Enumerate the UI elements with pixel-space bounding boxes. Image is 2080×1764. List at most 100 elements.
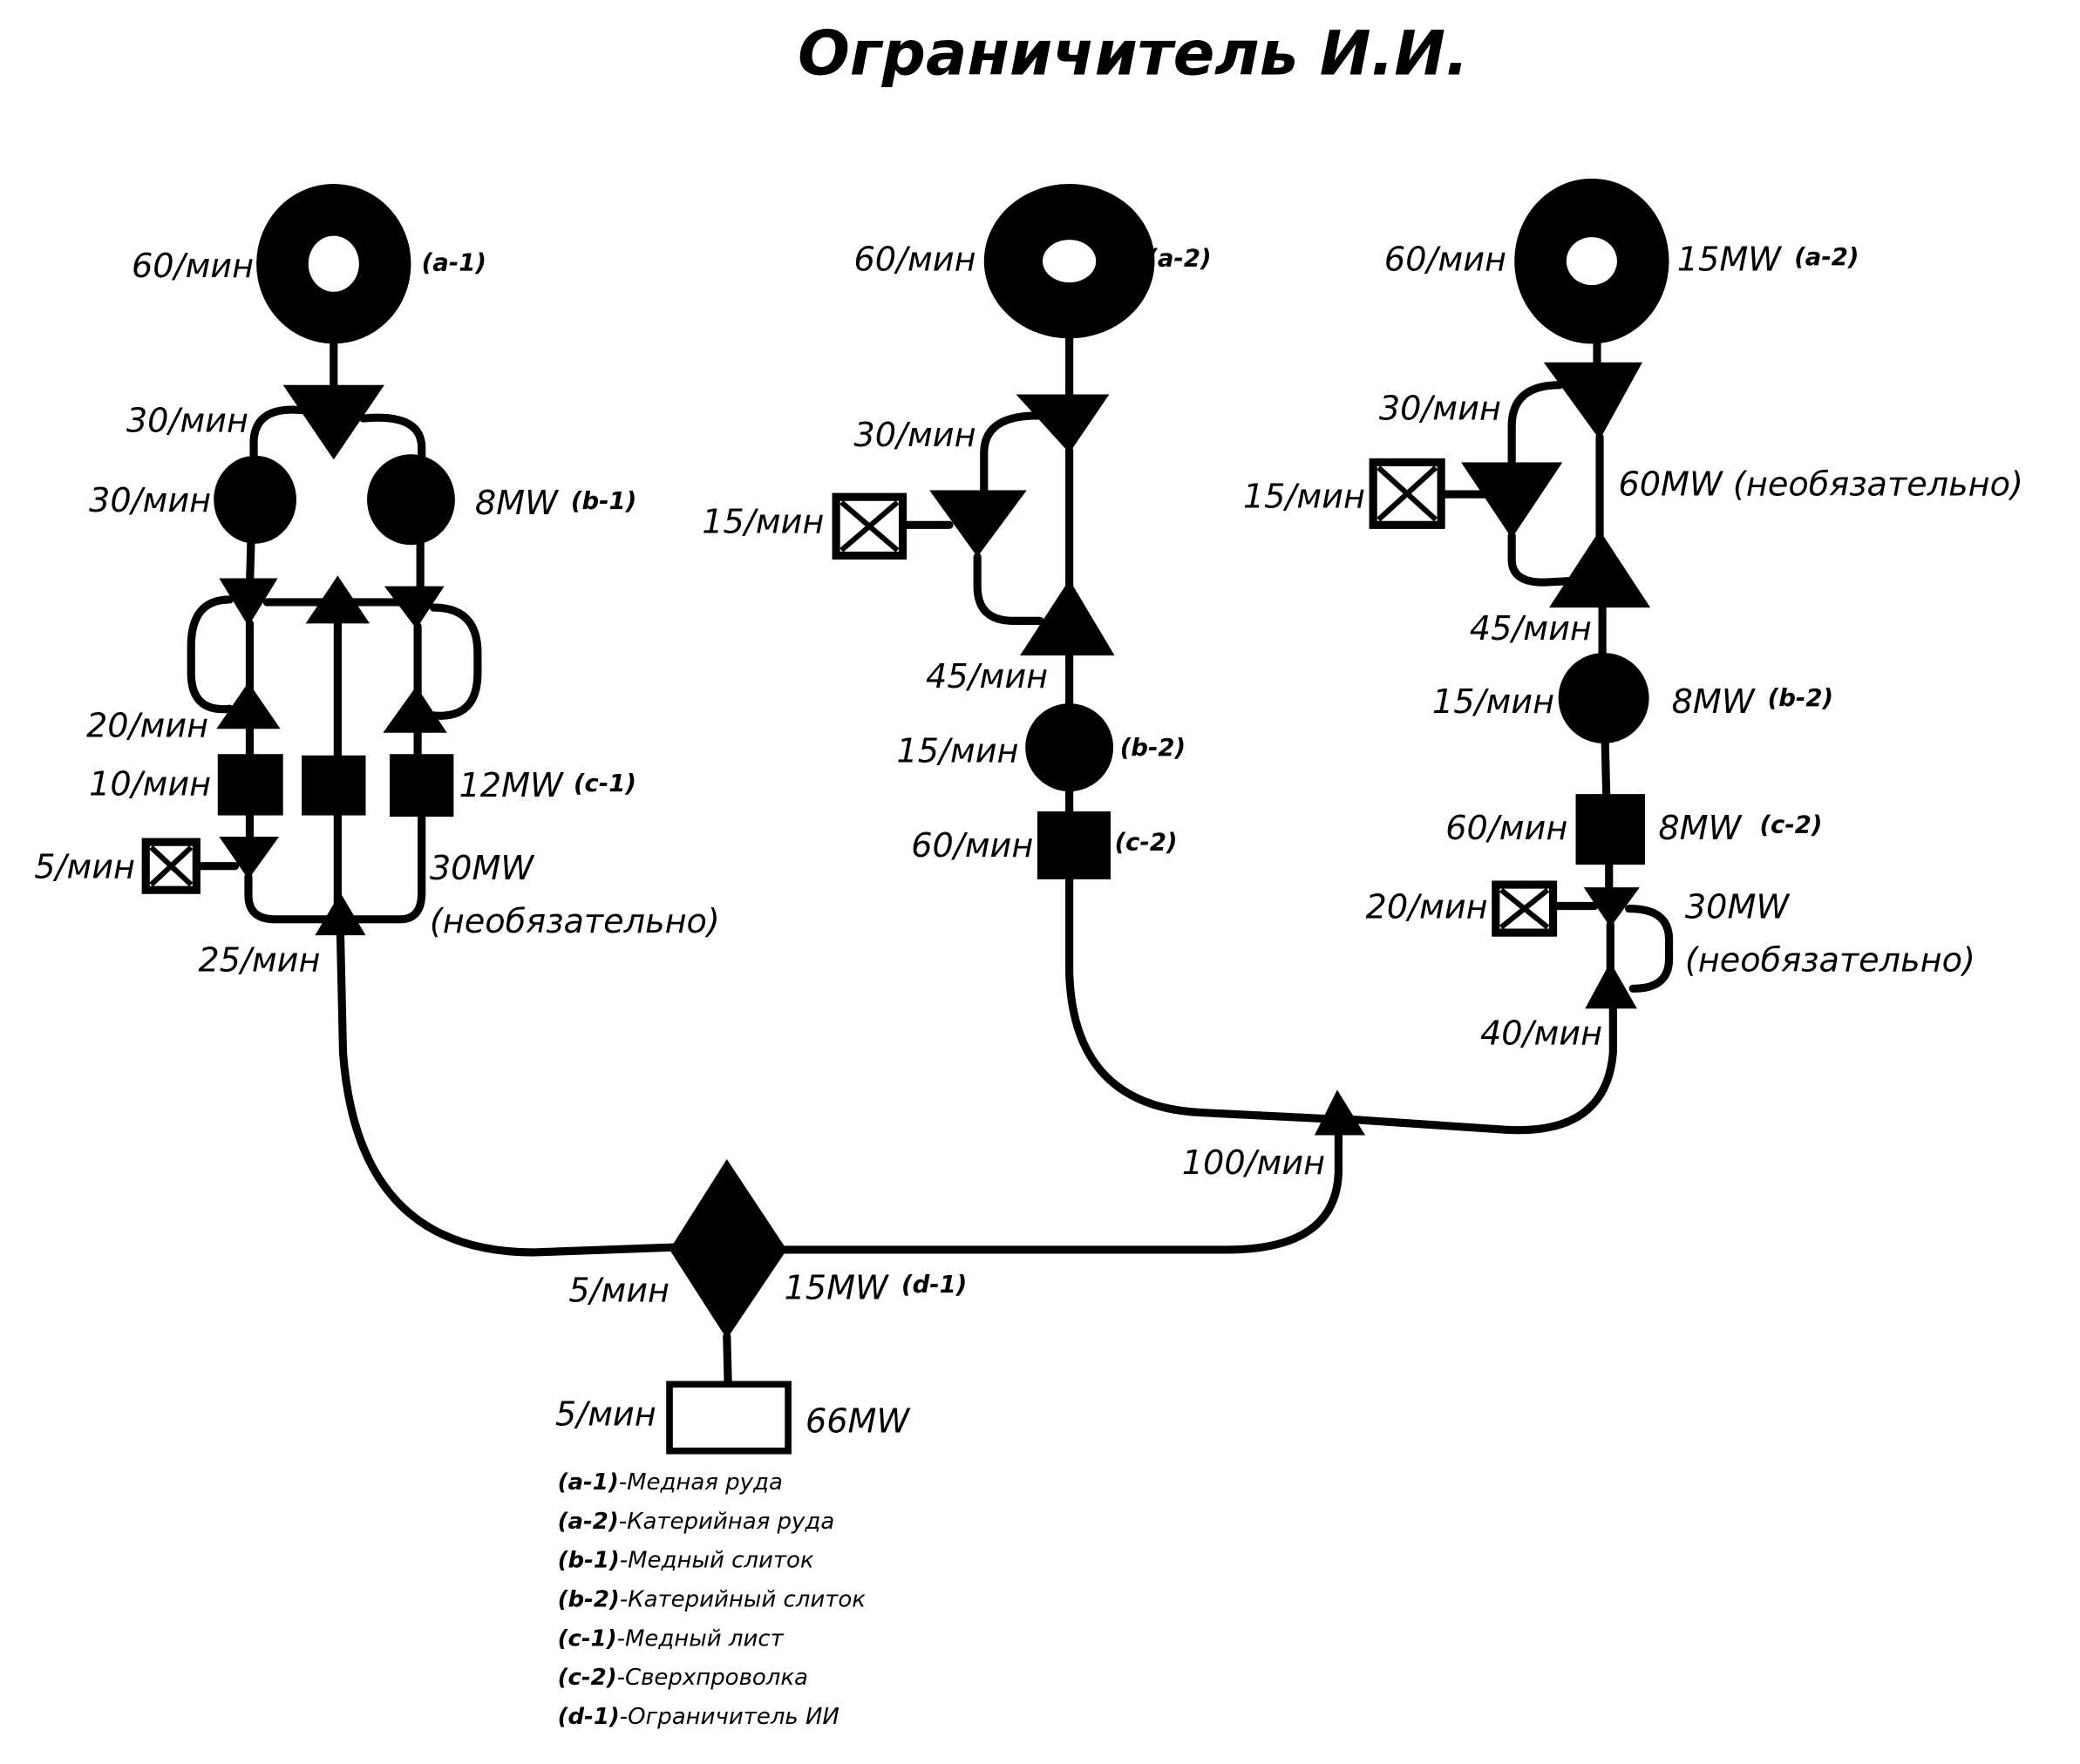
constructor-node (1037, 811, 1111, 879)
legend: (a-1)-Медная руда (a-2)-Катерийная руда (b… (558, 1469, 867, 1730)
power-label: 15MW (1677, 241, 1783, 279)
output-box (666, 1381, 792, 1455)
power-label: 15MW (784, 1269, 889, 1307)
rate-label: 30/мин (126, 402, 248, 440)
power-label: 30MW (1685, 888, 1791, 926)
legend-text: -Катерийный слиток (620, 1586, 866, 1612)
rate-label: 60/мин (911, 827, 1033, 865)
power-label: 66MW (805, 1402, 911, 1441)
legend-text: -Медный лист (617, 1625, 785, 1652)
rate-label: 15/мин (896, 732, 1018, 770)
power-label: 30MW (430, 850, 535, 888)
rate-label: 15/мин (1432, 683, 1554, 722)
rate-label: 25/мин (198, 941, 320, 980)
rate-label: 15/мин (1243, 478, 1365, 516)
item-code: (d-1) (901, 1271, 967, 1299)
rate-label: 5/мин (34, 848, 135, 886)
rate-label: 20/мин (86, 707, 208, 745)
smelter-node (214, 455, 296, 544)
legend-code: (c-2) (558, 1665, 617, 1691)
power-label: 8MW (475, 485, 559, 523)
chain-copper: 60/мин (a-1) 30/мин 30/мин 8MW (b-1) 20/… (34, 183, 720, 980)
item-code: (c-2) (1759, 811, 1822, 838)
legend-code: (a-2) (558, 1509, 619, 1535)
miner-node-a2 (983, 183, 1155, 339)
assembler-node (670, 1158, 787, 1340)
smelter-node (367, 454, 455, 546)
optional-note: (необязательно) (1685, 941, 1975, 980)
legend-item: (c-2)-Сверхпроволка (558, 1665, 808, 1691)
optional-note: (необязательно) (430, 903, 720, 941)
splitter-icon (384, 586, 445, 629)
item-code: (b-1) (571, 487, 636, 515)
legend-item: (a-1)-Медная руда (558, 1469, 783, 1496)
legend-item: (d-1)-Ограничитель ИИ (558, 1704, 839, 1730)
sink-icon (1492, 880, 1558, 937)
merger-icon (383, 686, 447, 733)
chain-caterium-a: 60/мин (a-2) 30/мин 15/мин 45/мин 15/мин… (702, 183, 1212, 879)
constructor-node (389, 754, 454, 818)
smelter-node (1558, 653, 1649, 744)
sink-icon (141, 838, 201, 894)
rate-label: 60/мин (1445, 810, 1567, 848)
rate-label: 5/мин (568, 1272, 670, 1311)
splitter-icon (1583, 887, 1640, 927)
rate-label: 15/мин (702, 503, 824, 541)
splitter-icon (1016, 394, 1110, 453)
rate-label: 5/мин (555, 1396, 656, 1435)
rate-label: 45/мин (926, 658, 1048, 696)
splitter-icon (929, 490, 1027, 557)
legend-code: (b-1) (558, 1548, 620, 1574)
rate-label: 45/мин (1470, 610, 1592, 648)
final-assembly: 100/мин 5/мин 15MW (d-1) 5/мин 66MW (336, 875, 1617, 1455)
rate-label: 60/мин (854, 241, 976, 279)
smelter-node (1025, 703, 1114, 792)
constructor-node (1575, 794, 1646, 865)
legend-code: (d-1) (558, 1704, 620, 1730)
legend-item: (b-1)-Медный слиток (558, 1548, 814, 1574)
constructor-node (302, 755, 366, 816)
splitter-icon (1543, 362, 1642, 440)
legend-text: -Медная руда (619, 1469, 783, 1496)
power-label: 12MW (459, 767, 564, 805)
legend-code: (b-2) (558, 1586, 620, 1612)
sink-icon (832, 492, 907, 560)
power-label: 60MW (необязательно) (1618, 466, 2022, 505)
rate-label: 30/мин (89, 482, 211, 520)
legend-item: (b-2)-Катерийный слиток (558, 1586, 867, 1612)
merger-icon (1314, 1089, 1366, 1136)
legend-item: (a-2)-Катерийная руда (558, 1509, 835, 1535)
legend-text: -Ограничитель ИИ (620, 1704, 839, 1730)
merger-icon (1585, 961, 1637, 1009)
item-code: (b-2) (1768, 684, 1833, 712)
item-code: (a-2) (1794, 243, 1859, 271)
power-label: 8MW (1658, 810, 1742, 848)
sink-icon (1369, 458, 1445, 529)
item-code: (a-1) (422, 248, 486, 276)
legend-code: (c-1) (558, 1625, 617, 1652)
chain-caterium-b: 60/мин 15MW (a-2) 30/мин 60MW (необязате… (1243, 178, 2023, 1054)
merger-icon (216, 682, 281, 729)
rate-label: 20/мин (1366, 888, 1488, 926)
item-code: (c-2) (1115, 828, 1178, 856)
miner-node-a2 (1514, 178, 1669, 344)
item-code: (a-2) (1146, 245, 1211, 273)
merger-icon (1020, 579, 1115, 656)
rate-label: 30/мин (854, 417, 976, 455)
legend-text: -Сверхпроволка (617, 1665, 808, 1691)
splitter-icon (219, 837, 280, 879)
diagram-title: Ограничитель И.И. (798, 18, 1469, 90)
item-code: (b-2) (1120, 734, 1186, 762)
power-label: 8MW (1672, 683, 1756, 722)
rate-label: 60/мин (132, 248, 254, 286)
splitter-icon (282, 384, 384, 460)
merger-icon (1548, 530, 1651, 608)
splitter-icon (219, 578, 278, 627)
rate-label: 60/мин (1384, 241, 1506, 279)
rate-label: 100/мин (1182, 1144, 1325, 1183)
legend-text: -Катерийная руда (619, 1509, 835, 1535)
rate-label: 10/мин (89, 766, 211, 804)
legend-text: -Медный слиток (620, 1548, 814, 1574)
splitter-icon (1461, 462, 1563, 539)
